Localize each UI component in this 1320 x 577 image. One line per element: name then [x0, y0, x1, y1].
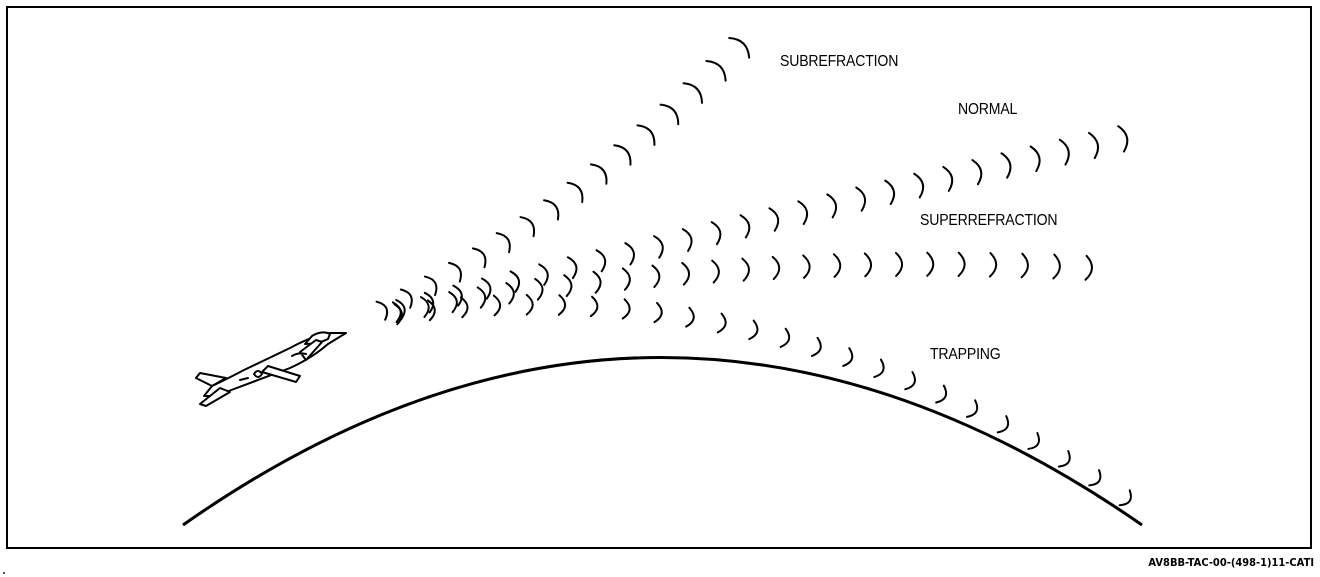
wave-arc — [779, 327, 791, 348]
wave-arc — [452, 284, 463, 307]
wave-arc — [448, 291, 458, 314]
wave-arc — [884, 179, 896, 206]
earth-curve — [182, 356, 1143, 527]
wave-arc — [613, 144, 632, 166]
wave-arc — [1084, 254, 1093, 281]
wave-arc — [1027, 432, 1040, 450]
wave-arc — [426, 299, 436, 322]
wave-arc — [1088, 131, 1100, 160]
wave-arc — [711, 259, 720, 284]
wave-arc — [375, 300, 389, 321]
diagram-frame — [6, 6, 1312, 549]
wave-arc — [423, 275, 438, 297]
wave-arc — [957, 251, 966, 278]
wave-arc — [682, 82, 703, 104]
wave-arc — [728, 37, 751, 59]
wave-arc — [509, 270, 521, 293]
wave-arc — [710, 221, 722, 246]
wave-arc — [621, 267, 631, 291]
wave-arc — [741, 257, 750, 282]
wave-arc — [495, 232, 511, 254]
wave-arc — [942, 165, 954, 192]
wave-arc — [505, 282, 515, 305]
wave-arc — [855, 186, 867, 212]
aircraft-icon — [195, 331, 347, 407]
wave-arc — [681, 261, 691, 286]
wave-arc — [681, 228, 693, 252]
wave-arc — [447, 261, 462, 283]
label-superrefraction: SUPERREFRACTION — [920, 212, 1058, 229]
wave-arc — [592, 270, 602, 294]
wave-arc — [1052, 253, 1061, 280]
wave-arc — [393, 303, 403, 326]
wave-arc — [557, 294, 567, 316]
label-normal: NORMAL — [958, 101, 1018, 118]
wave-arc — [589, 163, 608, 185]
wave-arc — [935, 384, 948, 404]
corner-mark — [3, 572, 5, 574]
wave-arc — [797, 200, 809, 226]
wave-arc — [842, 347, 854, 367]
wave-arc — [1000, 152, 1012, 179]
wave-arc — [1088, 469, 1102, 487]
wave-arc — [538, 263, 549, 286]
wave-arc — [399, 288, 413, 309]
wave-arc — [1020, 252, 1029, 279]
wave-arc — [595, 249, 607, 273]
wave-arc — [965, 399, 979, 418]
wave-arc — [802, 254, 811, 279]
wave-arc — [716, 312, 727, 334]
wave-arc — [863, 252, 873, 278]
wave-arc — [659, 103, 680, 126]
wave-arc — [771, 255, 781, 281]
wave-arc — [826, 193, 838, 219]
wave-arc — [768, 207, 780, 232]
wave-arc — [653, 235, 664, 259]
wave-arc — [1029, 145, 1041, 173]
wave-arc — [525, 293, 534, 316]
wave-arc — [971, 159, 983, 186]
wave-arc — [459, 296, 469, 319]
wave-arc — [519, 216, 536, 238]
wave-arc — [913, 172, 925, 199]
wave-arc — [739, 214, 751, 239]
figure-id: AV8BB-TAC-00-(498-1)11-CATI — [1148, 556, 1314, 569]
wave-arc — [651, 264, 661, 289]
wave-arc — [476, 286, 487, 309]
wave-arc — [894, 251, 904, 277]
wave-arc — [492, 294, 502, 317]
wave-arc — [996, 415, 1010, 434]
label-trapping: TRAPPING — [930, 346, 1001, 363]
wave-arc — [832, 253, 842, 278]
wave-arc — [423, 291, 435, 314]
wave-arc — [624, 242, 635, 266]
wave-arc — [480, 277, 492, 300]
wave-arc — [1118, 489, 1132, 507]
wave-arc — [873, 358, 885, 379]
wave-arc — [636, 124, 656, 146]
wave-arc — [1117, 125, 1129, 153]
wave-arc — [926, 251, 935, 277]
wave-arc — [1058, 138, 1070, 166]
wave-fronts — [375, 37, 1132, 507]
wave-arc — [705, 60, 727, 82]
wave-arc — [988, 252, 998, 278]
wave-arc — [543, 199, 560, 221]
wave-arc — [621, 298, 631, 320]
wave-arc — [419, 296, 430, 318]
wave-arc — [748, 319, 759, 341]
wave-arc — [653, 301, 663, 324]
wave-arc — [471, 247, 487, 269]
wave-arc — [566, 256, 578, 280]
wave-arc — [1057, 450, 1071, 468]
wave-arc — [563, 274, 573, 298]
wave-arc — [566, 181, 584, 204]
wave-arc — [589, 295, 599, 318]
wave-arc — [810, 336, 822, 357]
wave-arc — [904, 371, 916, 391]
wave-arc — [534, 277, 544, 301]
wave-arc — [685, 306, 695, 328]
label-subrefraction: SUBREFRACTION — [780, 53, 899, 70]
